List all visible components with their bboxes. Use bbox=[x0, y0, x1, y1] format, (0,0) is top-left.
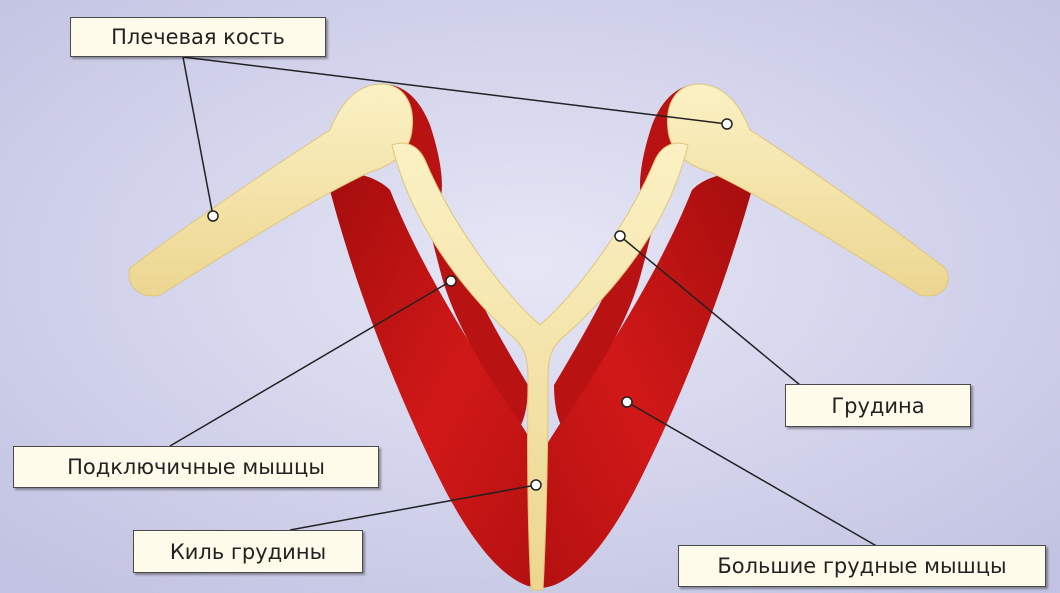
marker-subclavian bbox=[446, 276, 456, 286]
label-humerus: Плечевая кость bbox=[70, 17, 326, 57]
marker-humerus-left bbox=[208, 211, 218, 221]
label-sternum: Грудина bbox=[785, 384, 971, 427]
marker-keel bbox=[531, 480, 541, 490]
label-keel: Киль грудины bbox=[133, 530, 363, 573]
label-subclavian-muscles: Подключичные мышцы bbox=[13, 446, 379, 488]
marker-sternum bbox=[615, 231, 625, 241]
marker-pectoral bbox=[622, 397, 632, 407]
marker-humerus-right bbox=[722, 119, 732, 129]
label-pectoral-muscles: Большие грудные мышцы bbox=[678, 545, 1046, 587]
